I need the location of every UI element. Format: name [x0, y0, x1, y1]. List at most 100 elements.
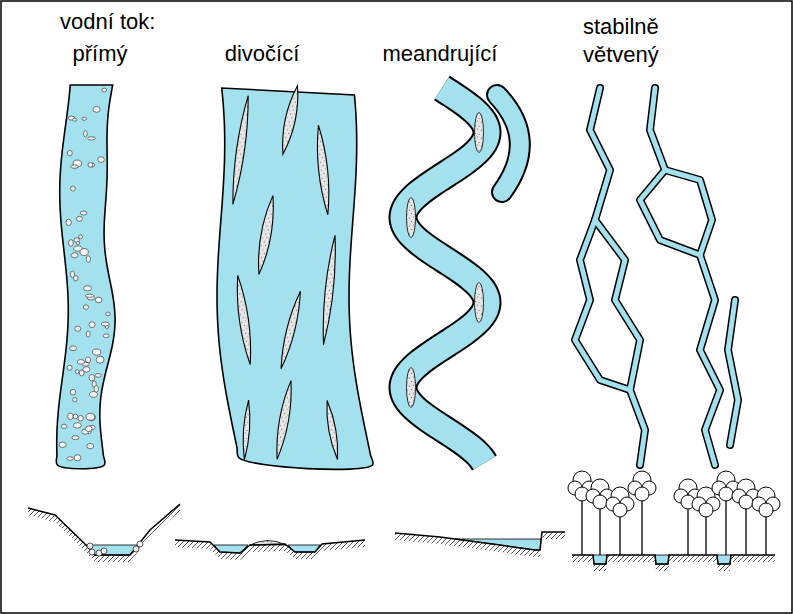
branch-bank	[575, 220, 630, 390]
tree-crown	[613, 503, 627, 517]
pebble	[89, 322, 95, 328]
meander-profile	[395, 532, 565, 550]
pebble	[69, 240, 74, 247]
pebble	[137, 541, 143, 547]
water-section	[593, 555, 607, 564]
pebble	[75, 326, 81, 331]
branch-bank	[590, 88, 645, 465]
pebble	[85, 426, 92, 432]
sand-bar	[273, 380, 296, 460]
pebble	[76, 216, 82, 221]
tree-crown	[759, 503, 773, 517]
pebble	[73, 423, 81, 429]
sand-bar	[229, 95, 252, 205]
type-label: stabilně větvený	[583, 13, 703, 68]
pebble	[77, 360, 84, 365]
tree-crown	[635, 487, 649, 501]
pebble	[72, 436, 79, 440]
pebble	[61, 424, 66, 428]
pebble	[73, 414, 78, 419]
pebble	[82, 117, 86, 120]
pebble	[71, 186, 76, 191]
oxbow-bank	[497, 95, 520, 192]
pebble	[94, 385, 98, 392]
pebble	[71, 253, 78, 258]
straight-channel	[56, 85, 115, 469]
ground-hatch	[28, 504, 180, 562]
title: vodní tok:	[60, 8, 155, 36]
pebble	[103, 334, 109, 338]
pebble	[83, 305, 88, 310]
pebble	[67, 457, 74, 461]
tree-trunk	[641, 498, 642, 555]
pebble	[84, 286, 92, 291]
point-bar	[475, 113, 484, 153]
pebble	[101, 322, 109, 326]
branch-channel	[665, 170, 712, 255]
branch-bank	[728, 300, 738, 445]
pebble	[78, 415, 83, 420]
sand-bar	[241, 400, 251, 460]
tree-trunk	[745, 506, 746, 555]
tree-trunk	[705, 514, 706, 555]
tree-trunk	[765, 514, 766, 555]
pebble	[80, 249, 88, 256]
pebble	[70, 346, 77, 351]
point-bar	[407, 198, 416, 238]
point-bar	[407, 368, 416, 408]
branch-channel	[575, 220, 630, 390]
tree-trunk	[687, 506, 688, 555]
pebble	[95, 374, 101, 378]
pebble	[66, 219, 71, 226]
pebble	[87, 443, 94, 448]
pebble	[84, 130, 88, 137]
ground-hatch	[572, 555, 775, 571]
pebble	[75, 370, 79, 374]
branch-channel	[590, 88, 645, 465]
point-bar	[475, 283, 484, 323]
pebble	[87, 543, 93, 549]
sand-bar	[324, 400, 341, 460]
pebble	[98, 157, 104, 163]
meander-bank	[403, 88, 487, 463]
type-label: přímý	[73, 40, 128, 68]
oxbow-lake	[497, 95, 520, 192]
sand-bar	[254, 195, 278, 276]
pebble	[70, 389, 75, 395]
meander-channel	[403, 88, 487, 463]
sand-bar	[277, 290, 304, 370]
pebble	[79, 370, 84, 376]
tree-trunk	[725, 498, 726, 555]
sand-bar	[278, 85, 302, 156]
planforms	[56, 85, 738, 470]
braided-profile	[175, 540, 365, 553]
trees	[568, 471, 780, 555]
valley-profile	[28, 504, 180, 555]
pebble	[68, 413, 73, 420]
tree-crown	[593, 495, 607, 509]
pebble	[88, 162, 93, 167]
pebble	[74, 455, 81, 461]
pebble	[92, 349, 100, 355]
floodplain-profile	[572, 555, 775, 564]
pebble	[79, 235, 83, 239]
pebble	[96, 356, 104, 363]
branch-channel	[728, 300, 738, 445]
pebble	[73, 276, 78, 281]
pebble	[86, 331, 90, 337]
pebble	[106, 312, 111, 316]
pebble	[89, 374, 95, 380]
pebble	[67, 365, 72, 370]
pebble	[86, 413, 95, 420]
branch-channel	[640, 88, 720, 465]
pebble	[93, 106, 100, 112]
pebble	[86, 256, 90, 263]
pebble	[67, 150, 72, 156]
tree-crown	[719, 487, 733, 501]
sand-bar	[233, 275, 254, 365]
pebble	[71, 165, 79, 168]
pebble	[59, 442, 66, 447]
